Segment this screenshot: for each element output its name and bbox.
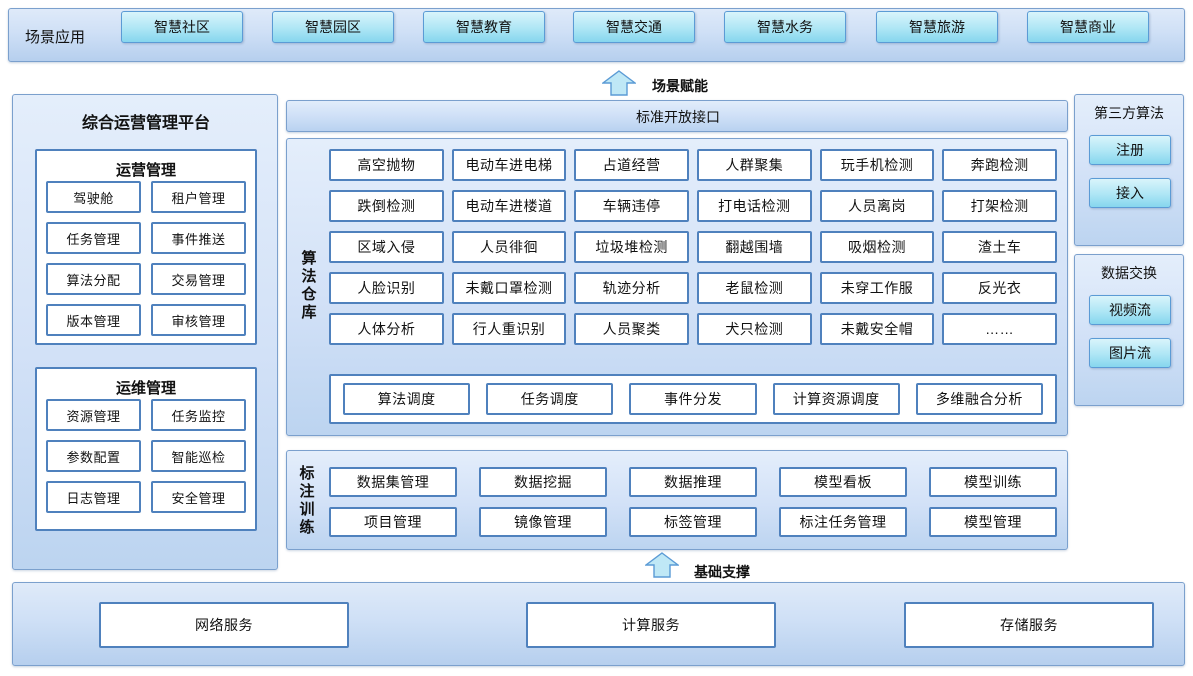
operation-platform-panel: 综合运营管理平台 运营管理 驾驶舱 租户管理 任务管理 事件推送 算法分配 交易… (12, 94, 278, 570)
label-item-model-management[interactable]: 模型管理 (929, 507, 1057, 537)
algo-item-crowd-gathering[interactable]: 人群聚集 (696, 149, 812, 181)
operation-management-grid: 驾驶舱 租户管理 任务管理 事件推送 算法分配 交易管理 版本管理 审核管理 (46, 181, 246, 336)
maintenance-management-grid: 资源管理 任务监控 参数配置 智能巡检 日志管理 安全管理 (46, 399, 246, 513)
operation-management-title: 运营管理 (115, 162, 176, 179)
op-item-event-push[interactable]: 事件推送 (151, 222, 246, 254)
scene-app-smart-tourism[interactable]: 智慧旅游 (876, 11, 998, 43)
algo-item-fight-detection[interactable]: 打架检测 (942, 190, 1057, 222)
sched-item-task-scheduling[interactable]: 任务调度 (486, 383, 614, 415)
maint-item-resource-management[interactable]: 资源管理 (46, 399, 141, 431)
algo-item-running-detection[interactable]: 奔跑检测 (942, 149, 1057, 181)
infrastructure-support-arrow-icon (643, 552, 681, 578)
third-party-algorithm-panel: 第三方算法 注册 接入 (1074, 94, 1184, 246)
data-exchange-panel: 数据交换 视频流 图片流 (1074, 254, 1184, 406)
label-item-model-training[interactable]: 模型训练 (929, 467, 1057, 497)
data-exchange-title: 数据交换 (1101, 265, 1157, 281)
scene-app-smart-commerce[interactable]: 智慧商业 (1027, 11, 1149, 43)
infrastructure-support-label: 基础支撑 (694, 564, 750, 580)
maint-item-log-management[interactable]: 日志管理 (46, 481, 141, 513)
open-interface-title: 标准开放接口 (636, 109, 720, 125)
op-item-transaction-management[interactable]: 交易管理 (151, 263, 246, 295)
label-item-dataset-management[interactable]: 数据集管理 (329, 467, 457, 497)
labeling-training-side-label: 标注训练 (297, 465, 315, 537)
infrastructure-services-band: 网络服务 计算服务 存储服务 (12, 582, 1185, 666)
algo-item-phone-playing-detection[interactable]: 玩手机检测 (819, 149, 935, 181)
scene-application-label: 场景应用 (25, 28, 86, 46)
algo-item-street-occupation[interactable]: 占道经营 (574, 149, 689, 181)
maintenance-management-title: 运维管理 (115, 380, 176, 397)
sched-item-algorithm-scheduling[interactable]: 算法调度 (343, 383, 471, 415)
algo-item-person-reid[interactable]: 行人重识别 (451, 313, 567, 345)
algo-item-more-ellipsis[interactable]: …… (942, 313, 1057, 345)
label-item-project-management[interactable]: 项目管理 (329, 507, 457, 537)
third-party-access-button[interactable]: 接入 (1089, 178, 1171, 208)
algo-item-loitering[interactable]: 人员徘徊 (451, 231, 567, 263)
algo-item-smoking-detection[interactable]: 吸烟检测 (819, 231, 935, 263)
scheduling-grid: 算法调度 任务调度 事件分发 计算资源调度 多维融合分析 (343, 383, 1043, 415)
algo-item-no-helmet[interactable]: 未戴安全帽 (819, 313, 935, 345)
algo-item-illegal-parking[interactable]: 车辆违停 (574, 190, 689, 222)
algo-item-body-analysis[interactable]: 人体分析 (329, 313, 444, 345)
sched-item-compute-resource-scheduling[interactable]: 计算资源调度 (772, 383, 900, 415)
algo-item-fall-detection[interactable]: 跌倒检测 (329, 190, 444, 222)
labeling-training-grid: 数据集管理 数据挖掘 数据推理 模型看板 模型训练 项目管理 镜像管理 标签管理… (329, 467, 1057, 537)
algo-item-phone-call-detection[interactable]: 打电话检测 (696, 190, 812, 222)
third-party-algorithm-title: 第三方算法 (1094, 105, 1164, 121)
scene-app-smart-education[interactable]: 智慧教育 (423, 11, 545, 43)
algo-item-area-intrusion[interactable]: 区域入侵 (329, 231, 444, 263)
maint-item-security-management[interactable]: 安全管理 (151, 481, 246, 513)
op-item-audit-management[interactable]: 审核管理 (151, 304, 246, 336)
algo-item-ebike-in-corridor[interactable]: 电动车进楼道 (451, 190, 567, 222)
algo-item-dog-detection[interactable]: 犬只检测 (696, 313, 812, 345)
algo-item-muck-truck[interactable]: 渣土车 (942, 231, 1057, 263)
label-item-annotation-task-management[interactable]: 标注任务管理 (779, 507, 907, 537)
algo-item-reflective-vest[interactable]: 反光衣 (942, 272, 1057, 304)
algorithm-warehouse-panel: 算法仓库 高空抛物 电动车进电梯 占道经营 人群聚集 玩手机检测 奔跑检测 跌倒… (286, 138, 1068, 436)
scene-app-smart-transport[interactable]: 智慧交通 (573, 11, 695, 43)
algorithm-warehouse-side-label: 算法仓库 (299, 250, 317, 322)
algo-item-wall-climbing[interactable]: 翻越围墙 (696, 231, 812, 263)
maint-item-parameter-config[interactable]: 参数配置 (46, 440, 141, 472)
algo-item-high-altitude-throwing[interactable]: 高空抛物 (329, 149, 444, 181)
scene-app-smart-park[interactable]: 智慧园区 (272, 11, 394, 43)
scene-app-smart-community[interactable]: 智慧社区 (121, 11, 243, 43)
algo-item-off-duty[interactable]: 人员离岗 (819, 190, 935, 222)
label-item-data-mining[interactable]: 数据挖掘 (479, 467, 607, 497)
service-network[interactable]: 网络服务 (99, 602, 349, 648)
op-item-cockpit[interactable]: 驾驶舱 (46, 181, 141, 213)
label-item-image-management[interactable]: 镜像管理 (479, 507, 607, 537)
algo-item-trajectory-analysis[interactable]: 轨迹分析 (574, 272, 689, 304)
algo-item-face-recognition[interactable]: 人脸识别 (329, 272, 444, 304)
op-item-tenant-management[interactable]: 租户管理 (151, 181, 246, 213)
data-exchange-image-stream-button[interactable]: 图片流 (1089, 338, 1171, 368)
third-party-register-button[interactable]: 注册 (1089, 135, 1171, 165)
maint-item-smart-inspection[interactable]: 智能巡检 (151, 440, 246, 472)
label-item-data-inference[interactable]: 数据推理 (629, 467, 757, 497)
scene-enable-arrow-icon (600, 70, 638, 96)
label-item-tag-management[interactable]: 标签管理 (629, 507, 757, 537)
service-storage[interactable]: 存储服务 (904, 602, 1154, 648)
algo-item-garbage-pile-detection[interactable]: 垃圾堆检测 (574, 231, 689, 263)
algo-item-rat-detection[interactable]: 老鼠检测 (696, 272, 812, 304)
algo-item-no-workwear[interactable]: 未穿工作服 (819, 272, 935, 304)
algo-item-no-mask-detection[interactable]: 未戴口罩检测 (451, 272, 567, 304)
op-item-task-management[interactable]: 任务管理 (46, 222, 141, 254)
operation-platform-title: 综合运营管理平台 (81, 115, 210, 132)
data-exchange-video-stream-button[interactable]: 视频流 (1089, 295, 1171, 325)
label-item-model-dashboard[interactable]: 模型看板 (779, 467, 907, 497)
labeling-training-panel: 标注训练 数据集管理 数据挖掘 数据推理 模型看板 模型训练 项目管理 镜像管理… (286, 450, 1068, 550)
op-item-algorithm-allocation[interactable]: 算法分配 (46, 263, 141, 295)
sched-item-event-distribution[interactable]: 事件分发 (629, 383, 757, 415)
sched-item-multidim-fusion-analysis[interactable]: 多维融合分析 (915, 383, 1043, 415)
algo-item-ebike-in-elevator[interactable]: 电动车进电梯 (451, 149, 567, 181)
service-compute[interactable]: 计算服务 (526, 602, 776, 648)
maint-item-task-monitoring[interactable]: 任务监控 (151, 399, 246, 431)
scene-app-smart-water[interactable]: 智慧水务 (724, 11, 846, 43)
op-item-version-management[interactable]: 版本管理 (46, 304, 141, 336)
algo-item-person-clustering[interactable]: 人员聚类 (574, 313, 689, 345)
open-interface-band: 标准开放接口 (286, 100, 1068, 132)
algorithm-grid: 高空抛物 电动车进电梯 占道经营 人群聚集 玩手机检测 奔跑检测 跌倒检测 电动… (329, 149, 1057, 345)
scene-enable-label: 场景赋能 (652, 78, 708, 94)
